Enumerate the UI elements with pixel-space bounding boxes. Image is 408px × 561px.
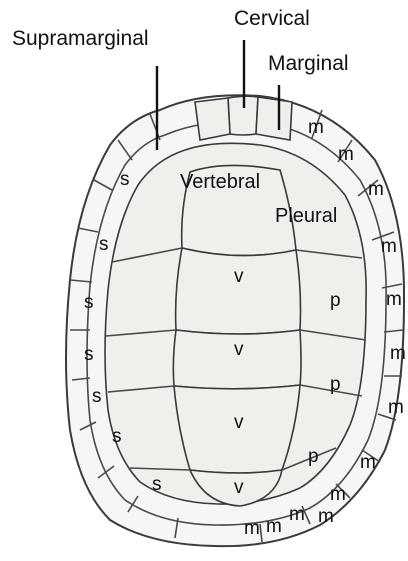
label-m-1: m [308, 117, 324, 138]
label-s-1: s [120, 169, 130, 190]
label-s-7: s [152, 474, 162, 495]
label-p-2: p [330, 374, 341, 395]
label-p-3: p [308, 446, 319, 467]
marginal-front-right [256, 97, 292, 140]
label-m-7: m [388, 397, 404, 418]
marginal-front-left [195, 98, 230, 140]
label-m-5: m [386, 289, 402, 310]
label-v-1: v [234, 266, 244, 287]
label-m-3: m [368, 179, 384, 200]
label-marginal: Marginal [268, 52, 349, 75]
label-s-2: s [99, 234, 109, 255]
label-m-6: m [390, 343, 406, 364]
label-s-6: s [112, 426, 122, 447]
label-m-12: m [244, 518, 260, 539]
label-m-11: m [289, 504, 305, 525]
label-m-4: m [381, 236, 397, 257]
label-s-4: s [84, 344, 94, 365]
label-vertebral: Vertebral [180, 171, 260, 193]
label-m-9: m [330, 484, 346, 505]
label-pleural: Pleural [275, 205, 337, 227]
label-supramarginal: Supramarginal [12, 27, 149, 50]
label-m-13: m [266, 516, 282, 537]
label-p-1: p [330, 290, 341, 311]
label-s-5: s [92, 386, 102, 407]
vertebral-scute-2 [176, 248, 301, 334]
label-cervical: Cervical [234, 7, 310, 30]
label-s-3: s [84, 292, 94, 313]
label-v-4: v [234, 477, 244, 498]
label-m-10: m [318, 506, 334, 527]
label-m-8: m [360, 452, 376, 473]
label-m-2: m [338, 144, 354, 165]
label-v-2: v [234, 339, 244, 360]
label-v-3: v [234, 412, 244, 433]
